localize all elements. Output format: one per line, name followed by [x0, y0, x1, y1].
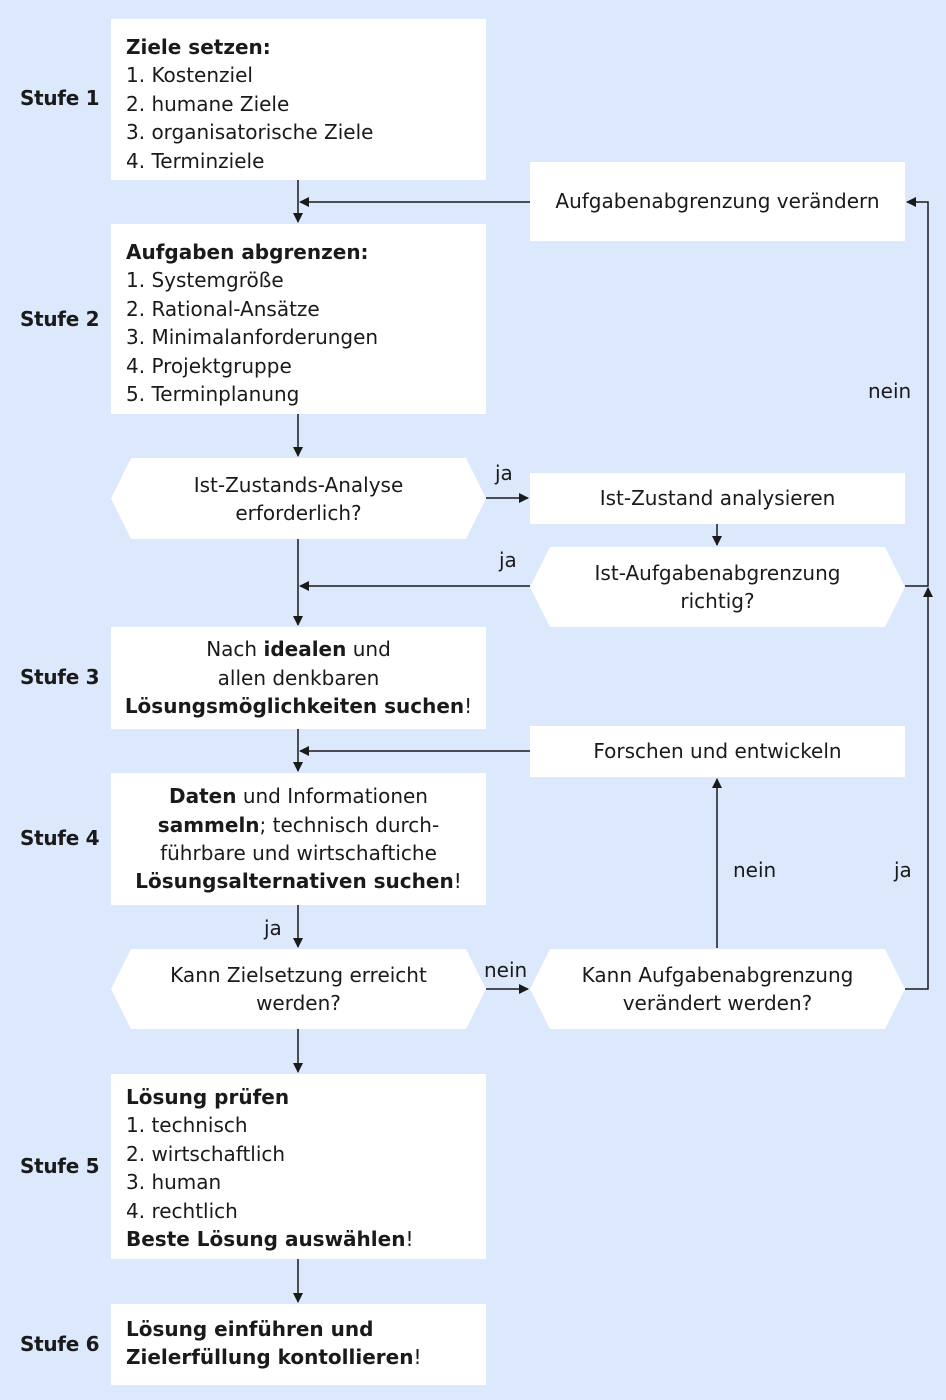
ziele-item: 4. Terminziele [126, 148, 265, 173]
arrow-ja-loop-up [905, 587, 933, 990]
zielsetzung-decision: Kann Zielsetzung erreicht werden? [111, 949, 486, 1029]
einfuehren-line1: Lösung einführen und [126, 1317, 374, 1341]
forschen-box: Forschen und entwickeln [530, 726, 905, 777]
aufgaben-item: 5. Terminplanung [126, 382, 300, 407]
pruefen-text: ! [405, 1227, 414, 1252]
stage-label-1: Stufe 1 [20, 86, 100, 110]
pruefen-item: 2. wirtschaftlich [126, 1141, 286, 1166]
pruefen-title: Lösung prüfen [126, 1085, 290, 1109]
stage-label-4: Stufe 4 [20, 826, 100, 850]
edge-label-nein: nein [733, 858, 777, 882]
pruefen-box: Lösung prüfen 1. technisch 2. wirtschaft… [111, 1074, 486, 1259]
daten-line4: Lösungsalternativen suchen! [135, 867, 461, 895]
forschen-text: Forschen und entwickeln [593, 739, 842, 764]
aufgaben-item: 2. Rational-Ansätze [126, 296, 320, 321]
daten-box: Daten und Informationen sammeln; technis… [111, 773, 486, 905]
edge-label-ja: ja [894, 858, 912, 882]
edge-label-ja: ja [264, 916, 282, 940]
pruefen-item: 3. human [126, 1170, 222, 1195]
einfuehren-text: ! [413, 1345, 422, 1370]
daten-text: ! [453, 869, 462, 894]
daten-text: ; technisch durch- [259, 812, 440, 837]
zielsetzung-line1: Kann Zielsetzung erreicht [170, 963, 427, 987]
loesungen-text: ! [464, 694, 473, 719]
stage-label-6: Stufe 6 [20, 1332, 100, 1356]
einfuehren-box: Lösung einführen und Zielerfüllung konto… [111, 1304, 486, 1385]
daten-line1: Daten und Informationen [169, 782, 428, 810]
daten-text: und Informationen [236, 784, 428, 809]
daten-bold: Daten [169, 784, 237, 809]
einfuehren-line2: Zielerfüllung kontollieren! [126, 1343, 471, 1371]
daten-bold: sammeln [157, 812, 260, 837]
abgrenzung-aendern-line2: verändert werden? [622, 991, 813, 1015]
loesungen-box: Nach idealen und allen denkbaren Lösungs… [111, 627, 486, 729]
pruefen-bold: Beste Lösung auswählen [126, 1227, 406, 1252]
aufgaben-item: 4. Projektgruppe [126, 353, 292, 378]
pruefen-item: 4. rechtlich [126, 1198, 238, 1223]
edge-label-ja: ja [499, 548, 517, 572]
pruefen-item: 1. technisch [126, 1113, 248, 1138]
stage-label-5: Stufe 5 [20, 1154, 100, 1178]
aufgaben-item: 3. Minimalanforderungen [126, 325, 379, 350]
abgrenzung-aendern-line1: Kann Aufgabenabgrenzung [581, 963, 854, 987]
ist-analyse-decision: Ist-Zustands-Analyse erforderlich? [111, 458, 486, 539]
ziele-item: 2. humane Ziele [126, 91, 290, 116]
edge-label-ja: ja [495, 461, 513, 485]
ziele-box: Ziele setzen: 1. Kostenziel 2. humane Zi… [111, 19, 486, 180]
ist-abgrenzung-decision: Ist-Aufgabenabgrenzung richtig? [530, 547, 905, 627]
daten-line3: führbare und wirtschaftiche [160, 841, 437, 865]
loesungen-line1: Nach idealen und [206, 635, 391, 663]
arrow-nein-to-veraendern [905, 197, 929, 587]
loesungen-line3: Lösungsmöglichkeiten suchen! [125, 692, 472, 720]
stage-label-2: Stufe 2 [20, 307, 100, 331]
abgrenzung-aendern-decision: Kann Aufgabenabgrenzung verändert werden… [530, 949, 905, 1029]
stage-label-3: Stufe 3 [20, 665, 100, 689]
ziele-item: 1. Kostenziel [126, 63, 253, 88]
ist-analysieren-text: Ist-Zustand analysieren [599, 486, 836, 511]
ist-abgrenzung-line2: richtig? [680, 589, 755, 613]
loesungen-text: Nach [206, 637, 264, 662]
pruefen-footer: Beste Lösung auswählen! [126, 1225, 471, 1253]
loesungen-bold: idealen [263, 637, 347, 662]
ziele-title: Ziele setzen: [126, 35, 271, 59]
ziele-item: 3. organisatorische Ziele [126, 120, 374, 145]
daten-line2: sammeln; technisch durch- [158, 811, 439, 839]
abgrenzung-veraendern-box: Aufgabenabgrenzung verändern [530, 162, 905, 241]
edge-label-nein: nein [484, 958, 528, 982]
aufgaben-title: Aufgaben abgrenzen: [126, 240, 369, 264]
loesungen-text: und [346, 637, 391, 662]
loesungen-bold: Lösungsmöglichkeiten suchen [124, 694, 465, 719]
abgrenzung-veraendern-text: Aufgabenabgrenzung verändern [555, 189, 880, 214]
aufgaben-item: 1. Systemgröße [126, 268, 284, 293]
ist-analysieren-box: Ist-Zustand analysieren [530, 473, 905, 524]
einfuehren-bold: Zielerfüllung kontollieren [126, 1345, 414, 1370]
ist-analyse-line2: erforderlich? [235, 500, 362, 525]
loesungen-line2: allen denkbaren [217, 665, 380, 690]
zielsetzung-line2: werden? [256, 991, 341, 1015]
ist-abgrenzung-line1: Ist-Aufgabenabgrenzung [594, 561, 841, 585]
aufgaben-box: Aufgaben abgrenzen: 1. Systemgröße 2. Ra… [111, 224, 486, 414]
daten-bold: Lösungsalternativen suchen [135, 869, 454, 894]
edge-label-nein: nein [868, 379, 912, 403]
ist-analyse-line1: Ist-Zustands-Analyse [193, 472, 404, 497]
